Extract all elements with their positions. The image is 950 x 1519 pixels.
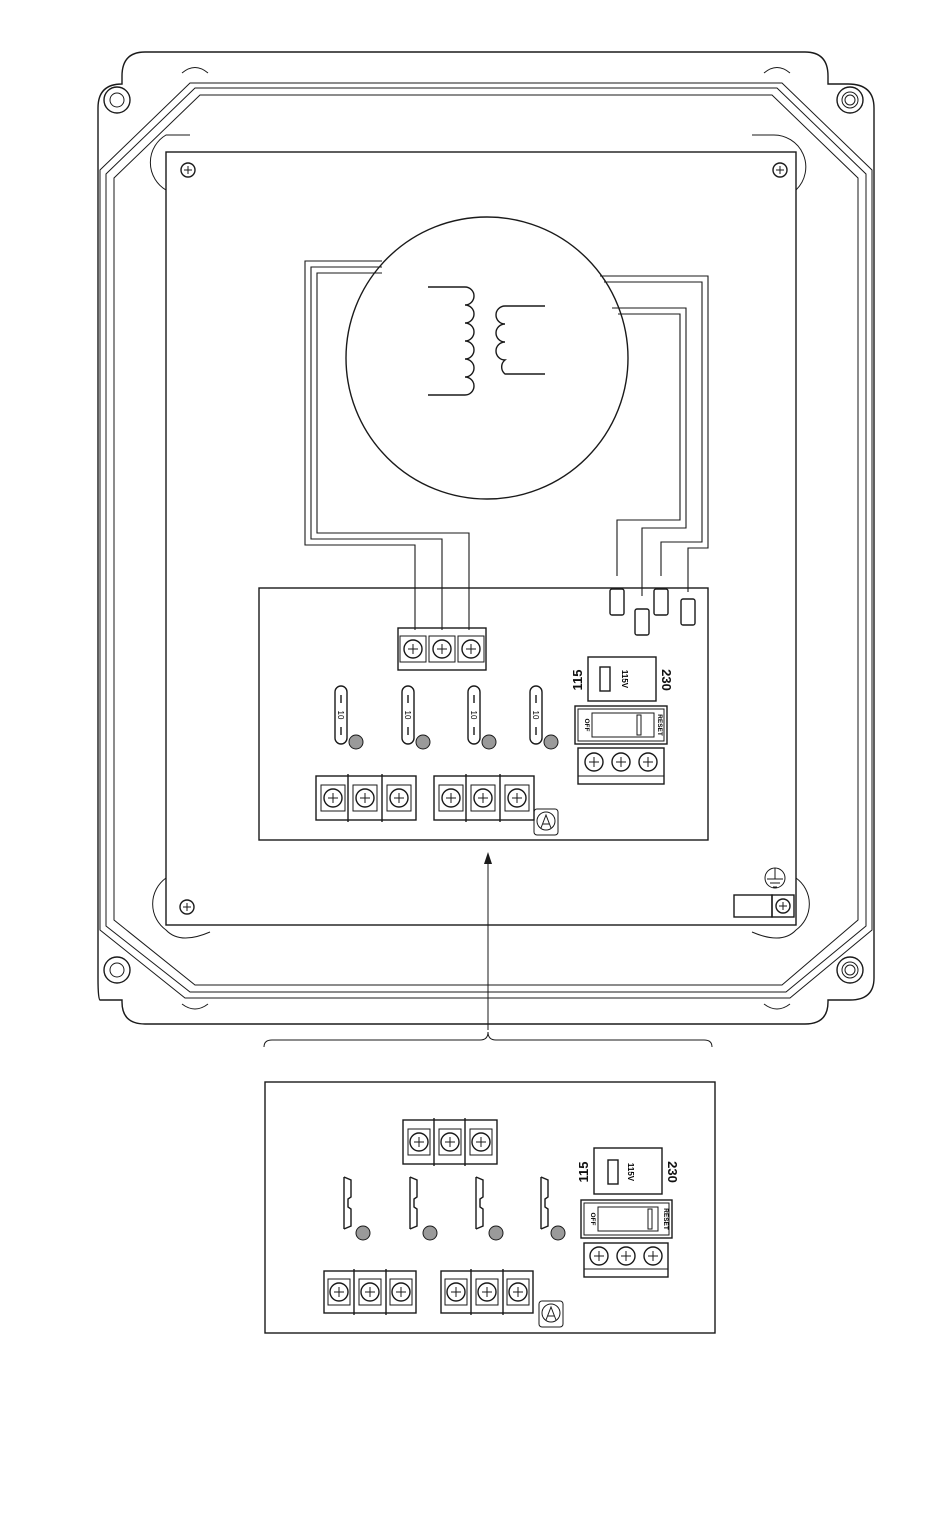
detail-certification-logo-icon <box>539 1301 563 1327</box>
terminal-block-input <box>398 628 486 670</box>
detail-terminal-block-input <box>403 1118 497 1166</box>
ground-lug <box>734 895 794 917</box>
fuse-rating-label: 10 <box>469 711 478 720</box>
control-board: 10 10 10 10 115 115V 230 <box>259 588 708 840</box>
indicator-lamp-3 <box>482 735 496 749</box>
detail-terminal-block-control <box>584 1243 668 1277</box>
enclosure <box>98 52 874 1024</box>
detail-selector-voltage-label: 115V <box>626 1163 635 1182</box>
detail-voltage-high-label: 230 <box>665 1161 680 1183</box>
fuse-rating-label: 10 <box>403 711 412 720</box>
control-board-detail: 115 115V 230 OFF RESET <box>265 1082 715 1333</box>
fuse-holder-empty-2 <box>410 1177 417 1229</box>
breaker-off-label: OFF <box>583 719 590 732</box>
detail-breaker-reset-label: RESET <box>662 1208 669 1230</box>
plate-screw-top-left <box>181 163 195 177</box>
fuse-holder-empty-1 <box>344 1177 351 1229</box>
fuse-2[interactable]: 10 <box>402 686 414 744</box>
certification-logo-icon <box>534 809 558 835</box>
detail-indicator-lamp-2 <box>423 1226 437 1240</box>
detail-terminal-block-output-left <box>324 1269 416 1315</box>
terminal-block-output-right <box>434 774 534 822</box>
indicator-lamp-4 <box>544 735 558 749</box>
indicator-lamp-1 <box>349 735 363 749</box>
plate-screw-top-right <box>773 163 787 177</box>
voltage-high-label: 230 <box>659 669 674 691</box>
fuse-1[interactable]: 10 <box>335 686 347 744</box>
mounting-lobes <box>150 135 809 938</box>
selector-voltage-label: 115V <box>620 670 629 689</box>
ground-icon <box>765 868 785 888</box>
wire-spade-terminals <box>610 589 695 635</box>
voltage-low-label: 115 <box>570 670 585 691</box>
detail-voltage-selector-switch: 115V <box>594 1148 662 1194</box>
detail-breaker-off-label: OFF <box>589 1213 596 1226</box>
fuse-3[interactable]: 10 <box>468 686 480 744</box>
detail-terminal-block-output-right <box>441 1269 533 1315</box>
detail-voltage-low-label: 115 <box>576 1162 591 1183</box>
fuse-rating-label: 10 <box>531 711 540 720</box>
voltage-selector-switch[interactable]: 115V <box>588 657 656 701</box>
detail-indicator-lamp-3 <box>489 1226 503 1240</box>
detail-indicator-lamp-4 <box>551 1226 565 1240</box>
detail-circuit-breaker: OFF RESET <box>581 1200 672 1238</box>
fuse-rating-label: 10 <box>336 711 345 720</box>
enclosure-corner-screws <box>104 68 863 1010</box>
indicator-lamp-2 <box>416 735 430 749</box>
terminal-block-output-left <box>316 774 416 822</box>
terminal-block-control <box>578 748 664 784</box>
circuit-breaker[interactable]: OFF RESET <box>575 706 667 744</box>
breaker-reset-label: RESET <box>656 714 663 736</box>
detail-callout <box>264 852 712 1047</box>
transformer-coil-icon <box>428 287 545 395</box>
plate-screw-bottom-left <box>180 900 194 914</box>
fuse-4[interactable]: 10 <box>530 686 542 744</box>
detail-indicator-lamp-1 <box>356 1226 370 1240</box>
fuse-holder-empty-3 <box>476 1177 483 1229</box>
transformer-wires <box>305 261 708 630</box>
fuse-holder-empty-4 <box>541 1177 548 1229</box>
transformer <box>346 217 628 499</box>
